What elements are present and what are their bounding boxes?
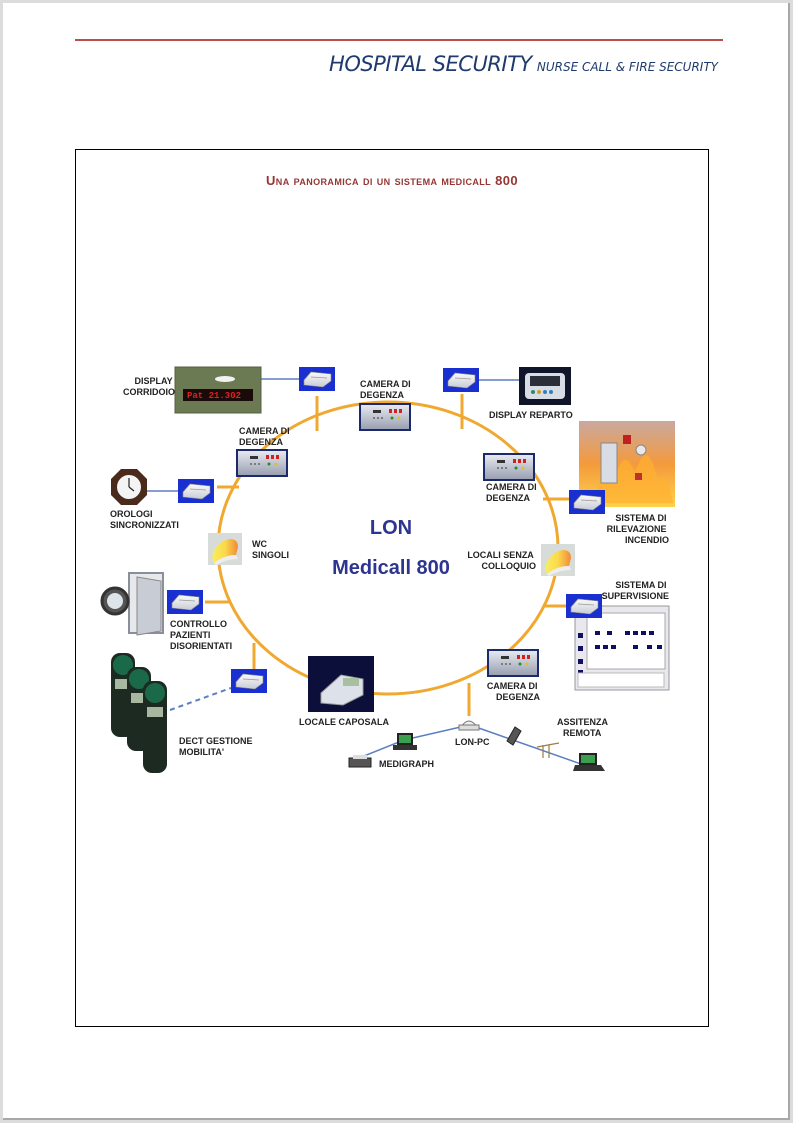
label-dect: DECT GESTIONE MOBILITA'	[179, 736, 255, 757]
printer-icon	[348, 755, 372, 768]
figure-frame: Una panoramica di un sistema medicall 80…	[75, 149, 709, 1027]
caposala-console-image	[308, 656, 374, 712]
display-corridoio-image: Pat 21.302	[174, 366, 262, 414]
dect-wireless-link	[169, 687, 232, 711]
lon-adapter-icon	[298, 366, 336, 392]
wc-call-icon	[541, 544, 575, 576]
label-camera-top: CAMERA DI DEGENZA	[360, 379, 413, 400]
label-lon-pc: LON-PC	[455, 737, 490, 747]
header-title-main: HOSPITAL SECURITY	[329, 52, 532, 76]
room-panel-icon	[483, 453, 535, 481]
lon-adapter-icon	[177, 478, 215, 504]
laptop-icon	[573, 753, 605, 771]
label-assistenza-remota: ASSITENZA REMOTA	[557, 717, 610, 738]
lon-adapter-icon	[565, 593, 603, 619]
header-title-sub: NURSE CALL & FIRE SECURITY	[536, 60, 718, 74]
label-controllo-pazienti: CONTROLLO PAZIENTI DISORIENTATI	[170, 619, 232, 651]
label-display-reparto: DISPLAY REPARTO	[489, 410, 573, 420]
label-locale-caposala: LOCALE CAPOSALA	[299, 717, 390, 727]
label-locali-senza-colloquio: LOCALI SENZA COLLOQUIO	[467, 550, 536, 571]
wc-call-icon	[208, 533, 242, 565]
label-rilevazione-incendio: SISTEMA DI RILEVAZIONE INCENDIO	[607, 513, 669, 545]
center-label-lon: LON	[370, 517, 412, 539]
clock-image	[111, 469, 147, 505]
document-page: HOSPITAL SECURITY NURSE CALL & FIRE SECU…	[3, 3, 790, 1120]
lon-adapter-icon	[442, 367, 480, 393]
medigraph-pc-icon	[393, 733, 417, 750]
display-corridoio-screen-text: Pat 21.302	[187, 391, 241, 401]
label-wc-singoli: WC SINGOLI	[252, 539, 289, 560]
label-medigraph: MEDIGRAPH	[379, 759, 434, 769]
label-camera-right: CAMERA DI DEGENZA	[486, 482, 539, 503]
label-camera-bottom: CAMERA DI DEGENZA	[487, 681, 541, 702]
dect-phones-image	[111, 653, 167, 773]
label-camera-top-left: CAMERA DI DEGENZA	[239, 426, 292, 447]
center-label-medicall: Medicall 800	[332, 557, 450, 579]
supervision-screen-image	[574, 605, 670, 691]
lon-adapter-icon	[568, 489, 606, 515]
display-reparto-image	[519, 367, 571, 405]
label-orologi: OROLOGI SINCRONIZZATI	[110, 509, 179, 530]
patient-control-image	[100, 572, 164, 636]
lon-adapter-icon	[166, 589, 204, 615]
label-display-corridoio: DISPLAY CORRIDOIO	[123, 376, 175, 397]
section-title: Una panoramica di un sistema medicall 80…	[266, 173, 518, 188]
label-supervisione: SISTEMA DI SUPERVISIONE	[602, 580, 669, 601]
telephone-pole-icon	[536, 742, 560, 758]
header-title: HOSPITAL SECURITY NURSE CALL & FIRE SECU…	[329, 52, 718, 76]
lon-adapter-icon	[230, 668, 268, 694]
lon-pc-hub-icon	[458, 720, 480, 731]
modem-icon	[506, 726, 522, 746]
header-rule	[75, 39, 723, 41]
room-panel-icon	[236, 449, 288, 477]
room-panel-icon	[359, 403, 411, 431]
network-diagram: Pat 21.302 DISPLAY CORRIDOIO CAMERA DI D…	[100, 366, 675, 773]
room-panel-icon	[487, 649, 539, 677]
